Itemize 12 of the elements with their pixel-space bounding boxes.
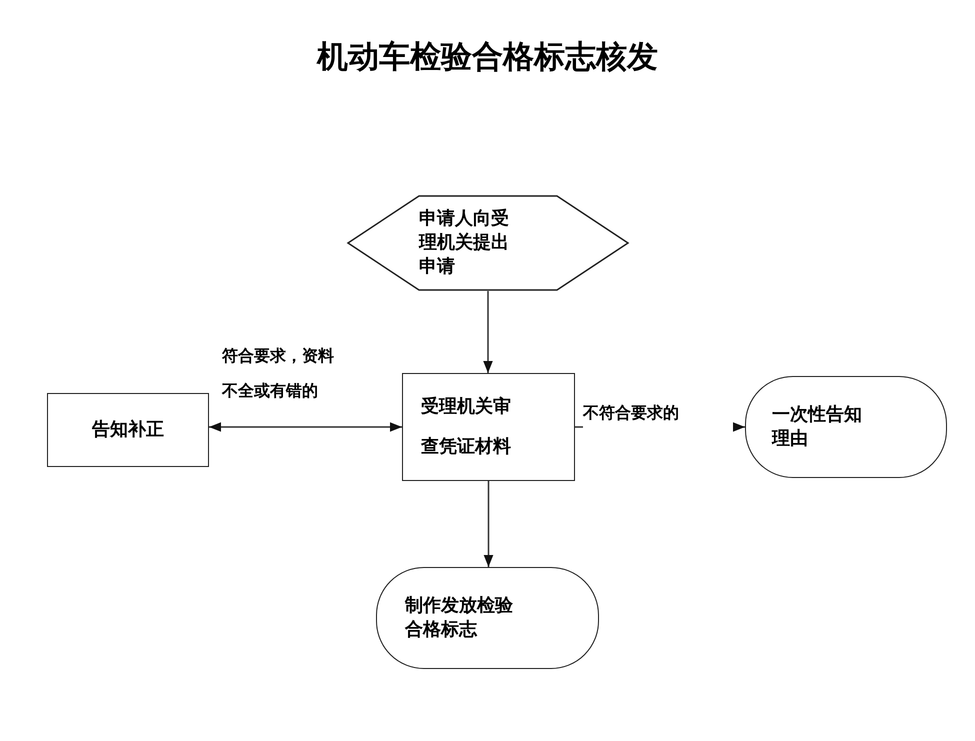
process-box [402,373,575,481]
arrow [209,422,402,432]
diagram-title: 机动车检验合格标志核发 [317,38,658,77]
node-text: 申请人向受理机关提出申请 [419,206,510,280]
arrow [483,291,493,373]
node-text: 受理机关审查凭证材料 [421,395,512,459]
arrow [484,481,494,567]
process-box [47,393,209,467]
node-text: 告知补正 [92,418,164,442]
node-text: 一次性告知理由 [772,402,863,451]
hexagon-node [347,195,629,291]
node-text: 制作发放检验合格标志 [405,594,514,642]
